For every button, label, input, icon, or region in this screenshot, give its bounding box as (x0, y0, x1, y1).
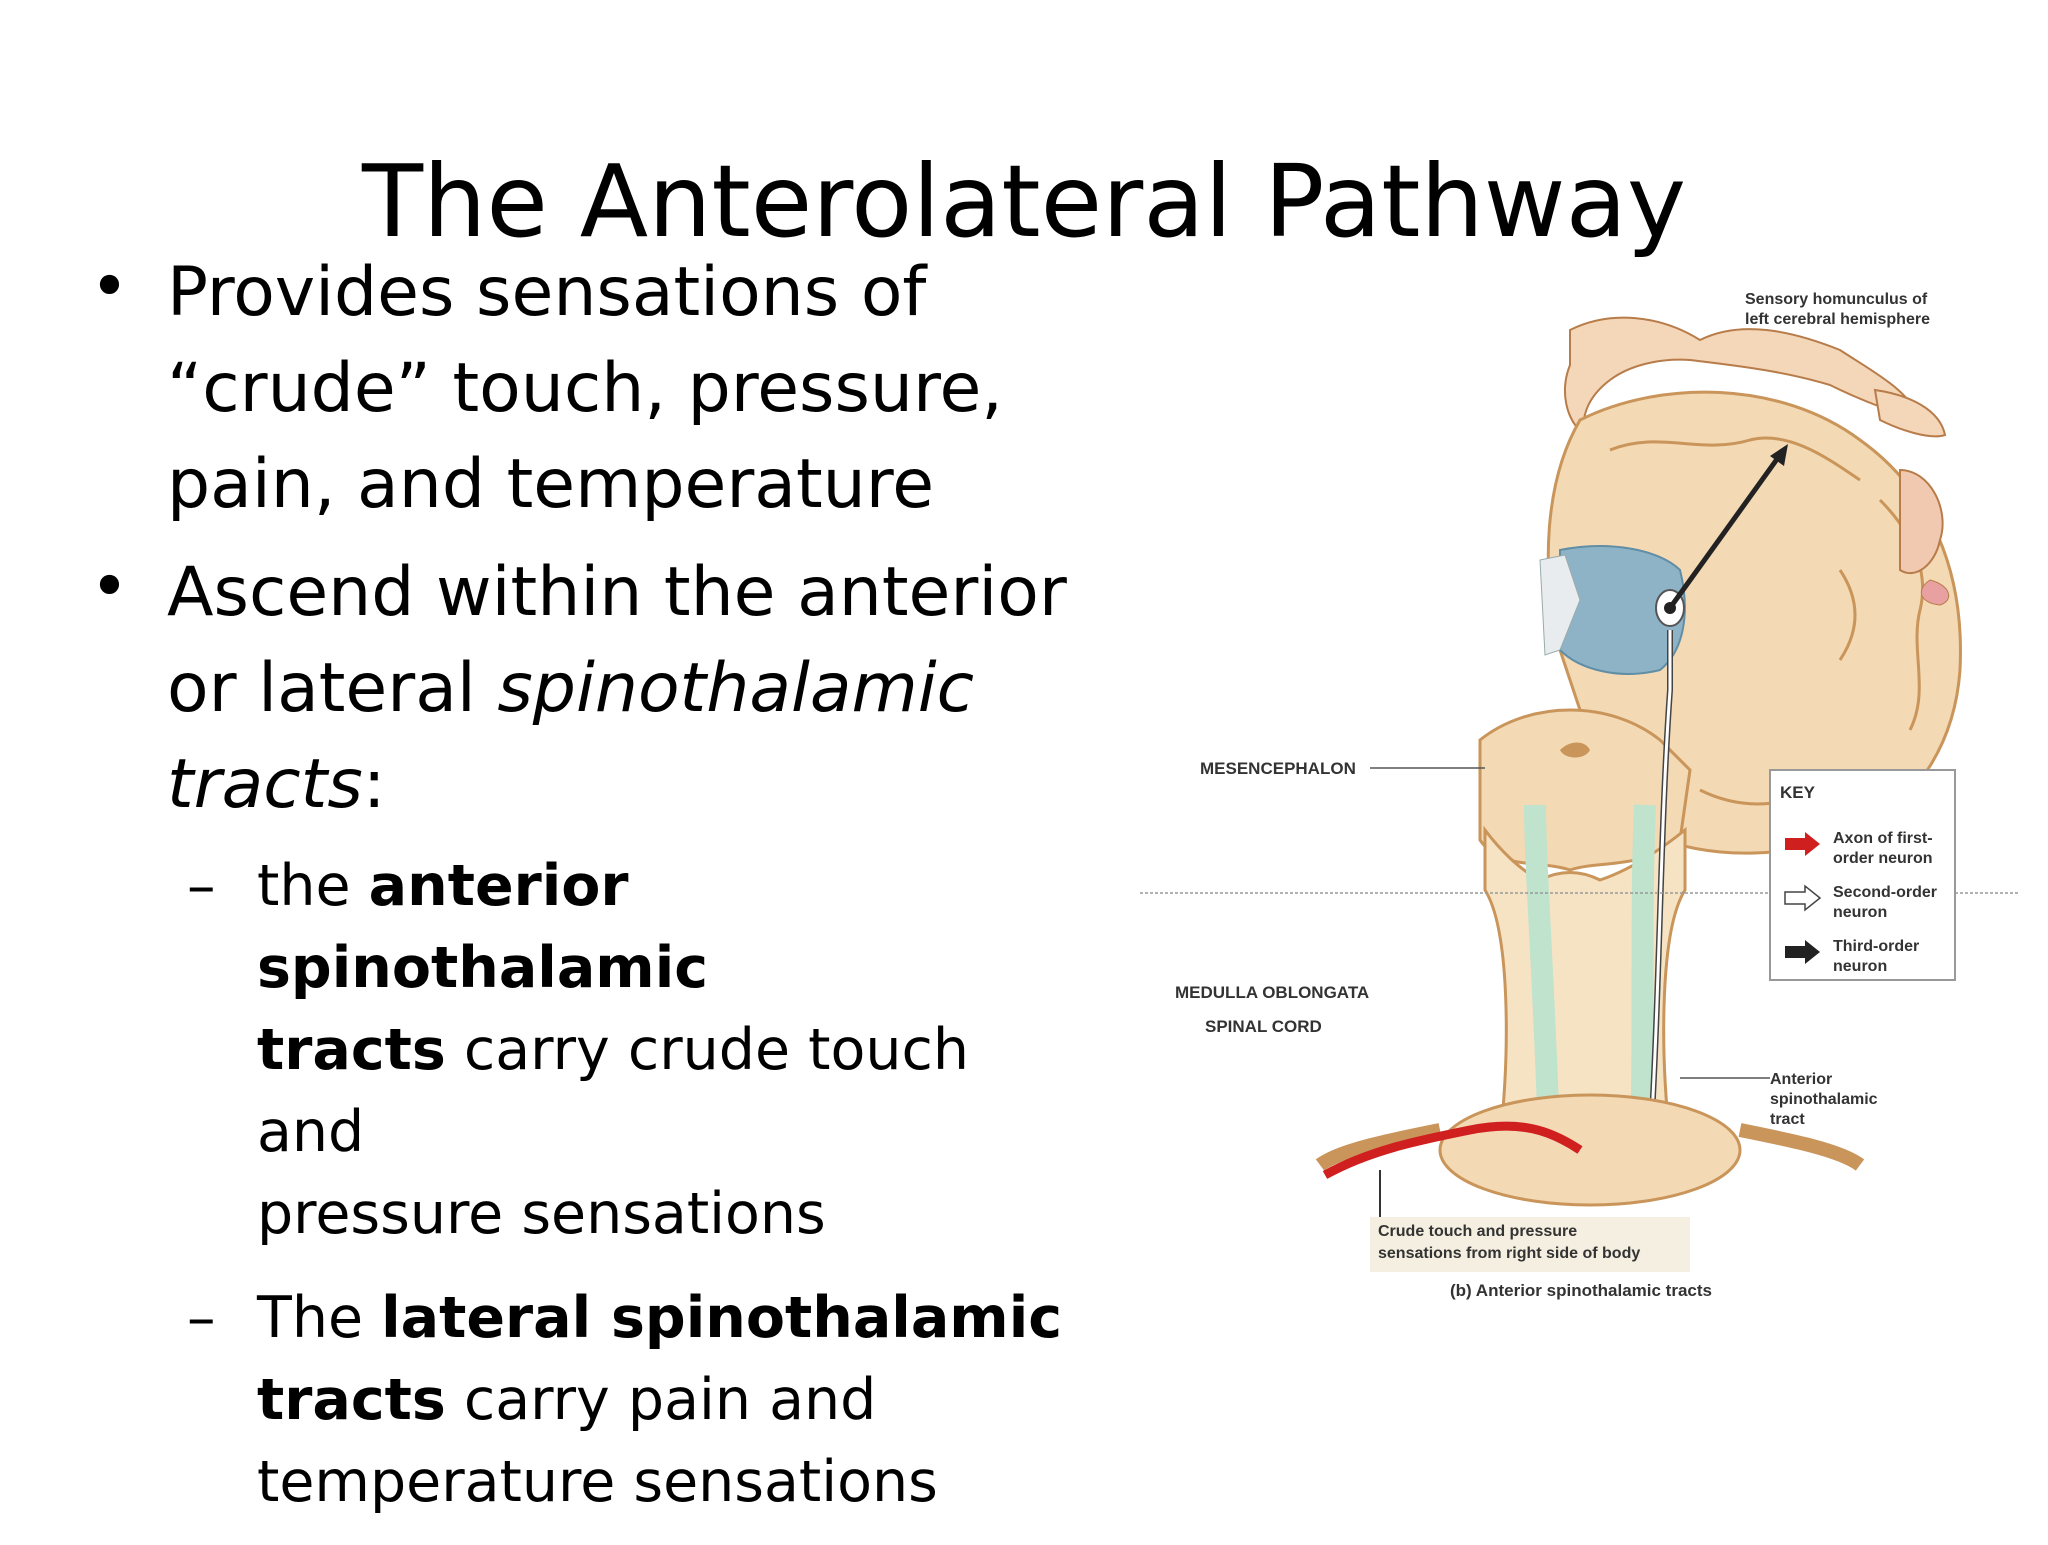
ventricle (1559, 545, 1686, 675)
dash-icon: – (187, 853, 216, 919)
sub-bullet-item: – The lateral spinothalamic tracts carry… (85, 1277, 1085, 1523)
bullet-dot-icon: • (90, 248, 129, 325)
mesencephalon-label: MESENCEPHALON (1200, 759, 1356, 778)
sensation-caption: Crude touch and pressure sensations from… (1378, 1223, 1641, 1262)
homunculus-label: Sensory homunculus of left cerebral hemi… (1745, 291, 1930, 328)
sub-text: carry pain and (445, 1367, 877, 1433)
bullet-dot-icon: • (90, 548, 129, 625)
bullet-text: : (362, 745, 386, 824)
caption-box (1370, 1217, 1690, 1272)
gyrus-line (1609, 436, 1861, 482)
bullet-item: • Provides sensations of “crude” touch, … (85, 245, 1085, 533)
key-item-first-order: Axon of first- order neuron (1833, 830, 1933, 867)
dorsal-root-right (1738, 1123, 1865, 1171)
bullet-line: Ascend within the anterior (167, 553, 1067, 632)
figure-caption: (b) Anterior spinothalamic tracts (1450, 1281, 1712, 1300)
bullet-item: • Ascend within the anterior or lateral … (85, 545, 1085, 833)
bullet-italic-text: tracts (167, 745, 363, 824)
sub-bullet-line: pressure sensations (257, 1181, 826, 1247)
homunculus-mouth (1920, 579, 1950, 606)
sub-bullet-line: tracts carry crude touch and (257, 1009, 1085, 1173)
medulla-label: MEDULLA OBLONGATA (1175, 983, 1370, 1002)
sub-bold-text: tracts (257, 1017, 446, 1083)
sub-bullet-line: temperature sensations (257, 1449, 938, 1515)
bullet-italic-text: spinothalamic (497, 649, 975, 728)
key-item-second-order: Second-order neuron (1833, 884, 1938, 921)
dash-icon: – (187, 1285, 216, 1351)
slide-title: The Anterolateral Pathway (361, 143, 1687, 260)
third-order-axon (1667, 453, 1783, 610)
sub-bold-text: lateral spinothalamic (381, 1285, 1063, 1351)
sub-text: carry crude touch and (257, 1017, 969, 1165)
first-order-axon (1322, 1121, 1583, 1179)
ventricle-left (1539, 554, 1581, 656)
sub-bullet-item: – the anterior spinothalamic tracts carr… (85, 845, 1085, 1255)
key-box (1769, 769, 1956, 981)
sub-bold-text: anterior spinothalamic (257, 853, 709, 1001)
sub-bullet-line: the anterior spinothalamic (257, 845, 1085, 1009)
bullet-line: pain, and temperature (167, 445, 935, 524)
key-white-arrow-icon (1784, 884, 1822, 912)
anatomy-figure: Sensory homunculus of left cerebral hemi… (1140, 270, 2020, 1400)
homunculus-hand (1873, 388, 1947, 438)
sub-bullet-line: tracts carry pain and (257, 1359, 1085, 1441)
sub-bullet-line: The lateral spinothalamic (257, 1277, 1085, 1359)
dorsal-root (1315, 1123, 1442, 1171)
tract-label: Anterior spinothalamic tract (1770, 1071, 1878, 1128)
key-black-arrow-icon (1785, 940, 1820, 964)
key-red-arrow-icon (1785, 832, 1820, 856)
key-title: KEY (1780, 783, 1815, 802)
spinothalamic-diagram (1140, 316, 2020, 1272)
bullet-text: or lateral (167, 649, 498, 728)
key-item-third-order: Third-order neuron (1833, 938, 1920, 975)
gyrus-line (1838, 569, 1857, 661)
third-order-arrowhead (1770, 444, 1788, 466)
homunculus-outline (1564, 316, 1922, 438)
spinal-cord-label: SPINAL CORD (1205, 1017, 1322, 1036)
bullet-line: Provides sensations of (167, 253, 927, 332)
bullet-line: “crude” touch, pressure, (167, 349, 1003, 428)
sub-text: the (257, 853, 369, 919)
bullet-line: tracts: (167, 737, 1085, 833)
spinal-cord-section (1438, 1093, 1742, 1207)
sub-text: The (257, 1285, 382, 1351)
bullet-line: or lateral spinothalamic (167, 641, 1085, 737)
sub-bold-text: tracts (257, 1367, 446, 1433)
bullet-list: • Provides sensations of “crude” touch, … (85, 245, 1085, 1545)
mesencephalon-notch (1560, 742, 1590, 758)
homunculus-face (1899, 468, 1944, 575)
